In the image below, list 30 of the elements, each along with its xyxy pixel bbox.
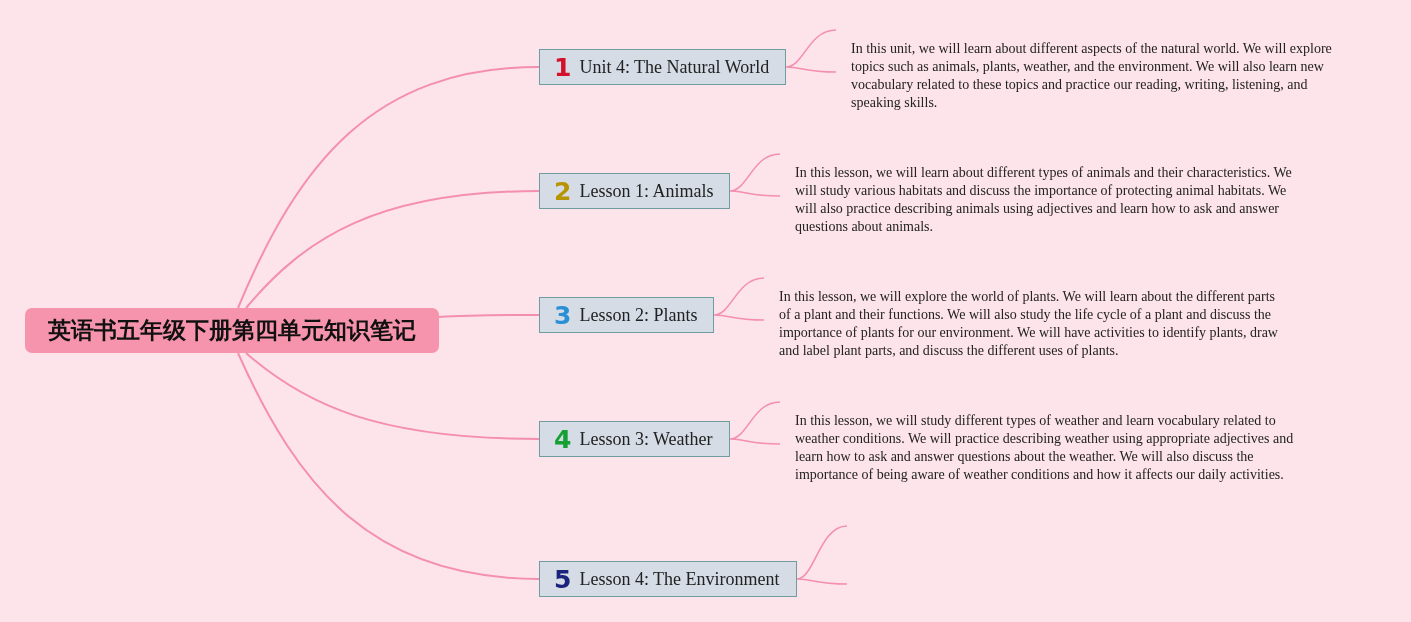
- topic-box: [539, 421, 730, 457]
- branch-line: [237, 352, 540, 580]
- topic-title: Lesson 4: The Environment: [579, 568, 780, 590]
- topic-number: 2: [554, 176, 572, 206]
- topic-box: [539, 297, 714, 333]
- topic-title: Lesson 1: Animals: [579, 180, 714, 202]
- branch-line: [729, 153, 781, 197]
- branch-line: [713, 277, 765, 321]
- branch-line: [245, 190, 540, 309]
- branch-line: [785, 29, 837, 73]
- topic-number: 1: [554, 52, 572, 82]
- topic-title: Unit 4: The Natural World: [579, 56, 770, 78]
- topic-title: Lesson 3: Weather: [579, 428, 713, 450]
- topic-number: 5: [554, 564, 572, 594]
- topic-box: [539, 561, 797, 597]
- topic-title: Lesson 2: Plants: [579, 304, 698, 326]
- branch-line: [796, 525, 848, 585]
- central-topic: 英语书五年级下册第四单元知识笔记: [25, 308, 439, 353]
- branch-line: [237, 66, 540, 309]
- branch-line: [729, 401, 781, 445]
- branch-line: [438, 314, 540, 318]
- note-text: In this lesson, we will study different types of weather and learn vocabulary related to weather conditions. We will practice describing weather using appropriate adjectives and learn how to ask and answer questions about the weather. We will also discuss the importance of being aware of weather conditions and how it affects our daily activities.: [780, 402, 1300, 484]
- branch-line: [245, 352, 540, 440]
- topic-box: [539, 49, 786, 85]
- topic-number: 3: [554, 300, 572, 330]
- note-text: In this unit, we will learn about different aspects of the natural world. We will explore topics such as animals, plants, weather, and the environment. We will also learn new vocabulary related to these topics and practice our reading, writing, listening, and speaking skills.: [836, 30, 1336, 112]
- topic-number: 4: [554, 424, 572, 454]
- topic-box: [539, 173, 730, 209]
- note-text: In this lesson, we will explore the world of plants. We will learn about the different parts of a plant and their functions. We will also study the life cycle of a plant and discuss the importance of plants for our environment. We will have activities to identify plants, draw and label plant parts, and discuss the different uses of plants.: [764, 278, 1284, 360]
- note-text: In this lesson, we will learn about different types of animals and their characteristics. We will study various habitats and discuss the importance of protecting animal habitats. We will also practice describing animals using adjectives and learn how to ask and answer questions about animals.: [780, 154, 1300, 236]
